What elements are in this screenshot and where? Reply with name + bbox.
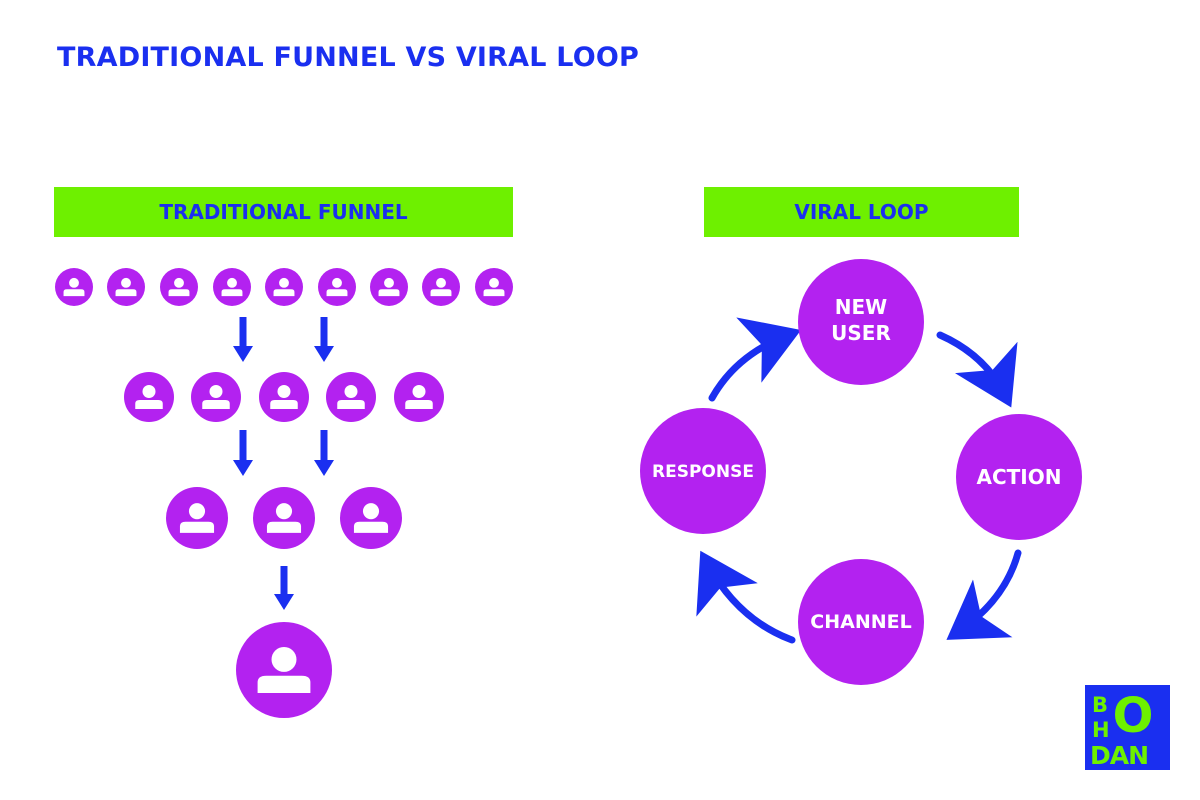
loop-node-label: CHANNEL xyxy=(810,611,911,633)
logo-letter-o: O xyxy=(1113,688,1154,744)
arrow-down-icon xyxy=(274,566,294,610)
loop-node-label: USER xyxy=(831,321,891,345)
funnel-tier-4 xyxy=(236,622,332,718)
bohdan-logo: B H O DAN xyxy=(1085,685,1170,770)
person-icon xyxy=(213,268,251,306)
loop-node-new-user: NEW USER xyxy=(798,259,924,385)
viral-loop-label: VIRAL LOOP xyxy=(794,200,929,224)
loop-node-channel: CHANNEL xyxy=(798,559,924,685)
page-title: TRADITIONAL FUNNEL VS VIRAL LOOP xyxy=(57,42,639,73)
person-icon xyxy=(55,268,93,306)
person-icon xyxy=(253,487,315,549)
traditional-funnel-header: TRADITIONAL FUNNEL xyxy=(54,187,513,237)
funnel-tier-1 xyxy=(55,268,513,306)
loop-node-action: ACTION xyxy=(956,414,1082,540)
person-icon xyxy=(394,372,444,422)
funnel-arrows xyxy=(233,317,334,610)
arrow-down-icon xyxy=(233,317,253,362)
person-icon xyxy=(475,268,513,306)
loop-node-label: RESPONSE xyxy=(652,462,754,482)
person-icon xyxy=(259,372,309,422)
loop-node-label: NEW xyxy=(835,295,887,319)
arrow-icon xyxy=(708,317,802,402)
person-icon xyxy=(340,487,402,549)
viral-loop-header: VIRAL LOOP xyxy=(704,187,1019,237)
traditional-funnel-label: TRADITIONAL FUNNEL xyxy=(159,200,408,224)
arrow-down-icon xyxy=(314,430,334,476)
loop-arrows xyxy=(696,317,1022,644)
funnel-tier-3 xyxy=(166,487,402,549)
logo-mark: B H O DAN xyxy=(1090,688,1154,770)
person-icon xyxy=(124,372,174,422)
person-icon xyxy=(160,268,198,306)
logo-letter-h: H xyxy=(1092,718,1110,742)
logo-letter-b: B xyxy=(1092,693,1108,717)
person-icon xyxy=(166,487,228,549)
arrow-icon xyxy=(936,331,1018,408)
person-icon xyxy=(318,268,356,306)
person-icon xyxy=(191,372,241,422)
arrow-icon xyxy=(946,549,1022,640)
arrow-down-icon xyxy=(314,317,334,362)
person-icon xyxy=(265,268,303,306)
loop-node-label: ACTION xyxy=(977,465,1062,489)
arrow-down-icon xyxy=(233,430,253,476)
loop-node-response: RESPONSE xyxy=(640,408,766,534)
person-icon xyxy=(236,622,332,718)
logo-letters-dan: DAN xyxy=(1090,741,1148,770)
person-icon xyxy=(326,372,376,422)
person-icon xyxy=(107,268,145,306)
person-icon xyxy=(370,268,408,306)
person-icon xyxy=(422,268,460,306)
funnel-tier-2 xyxy=(124,372,444,422)
arrow-icon xyxy=(696,550,796,644)
